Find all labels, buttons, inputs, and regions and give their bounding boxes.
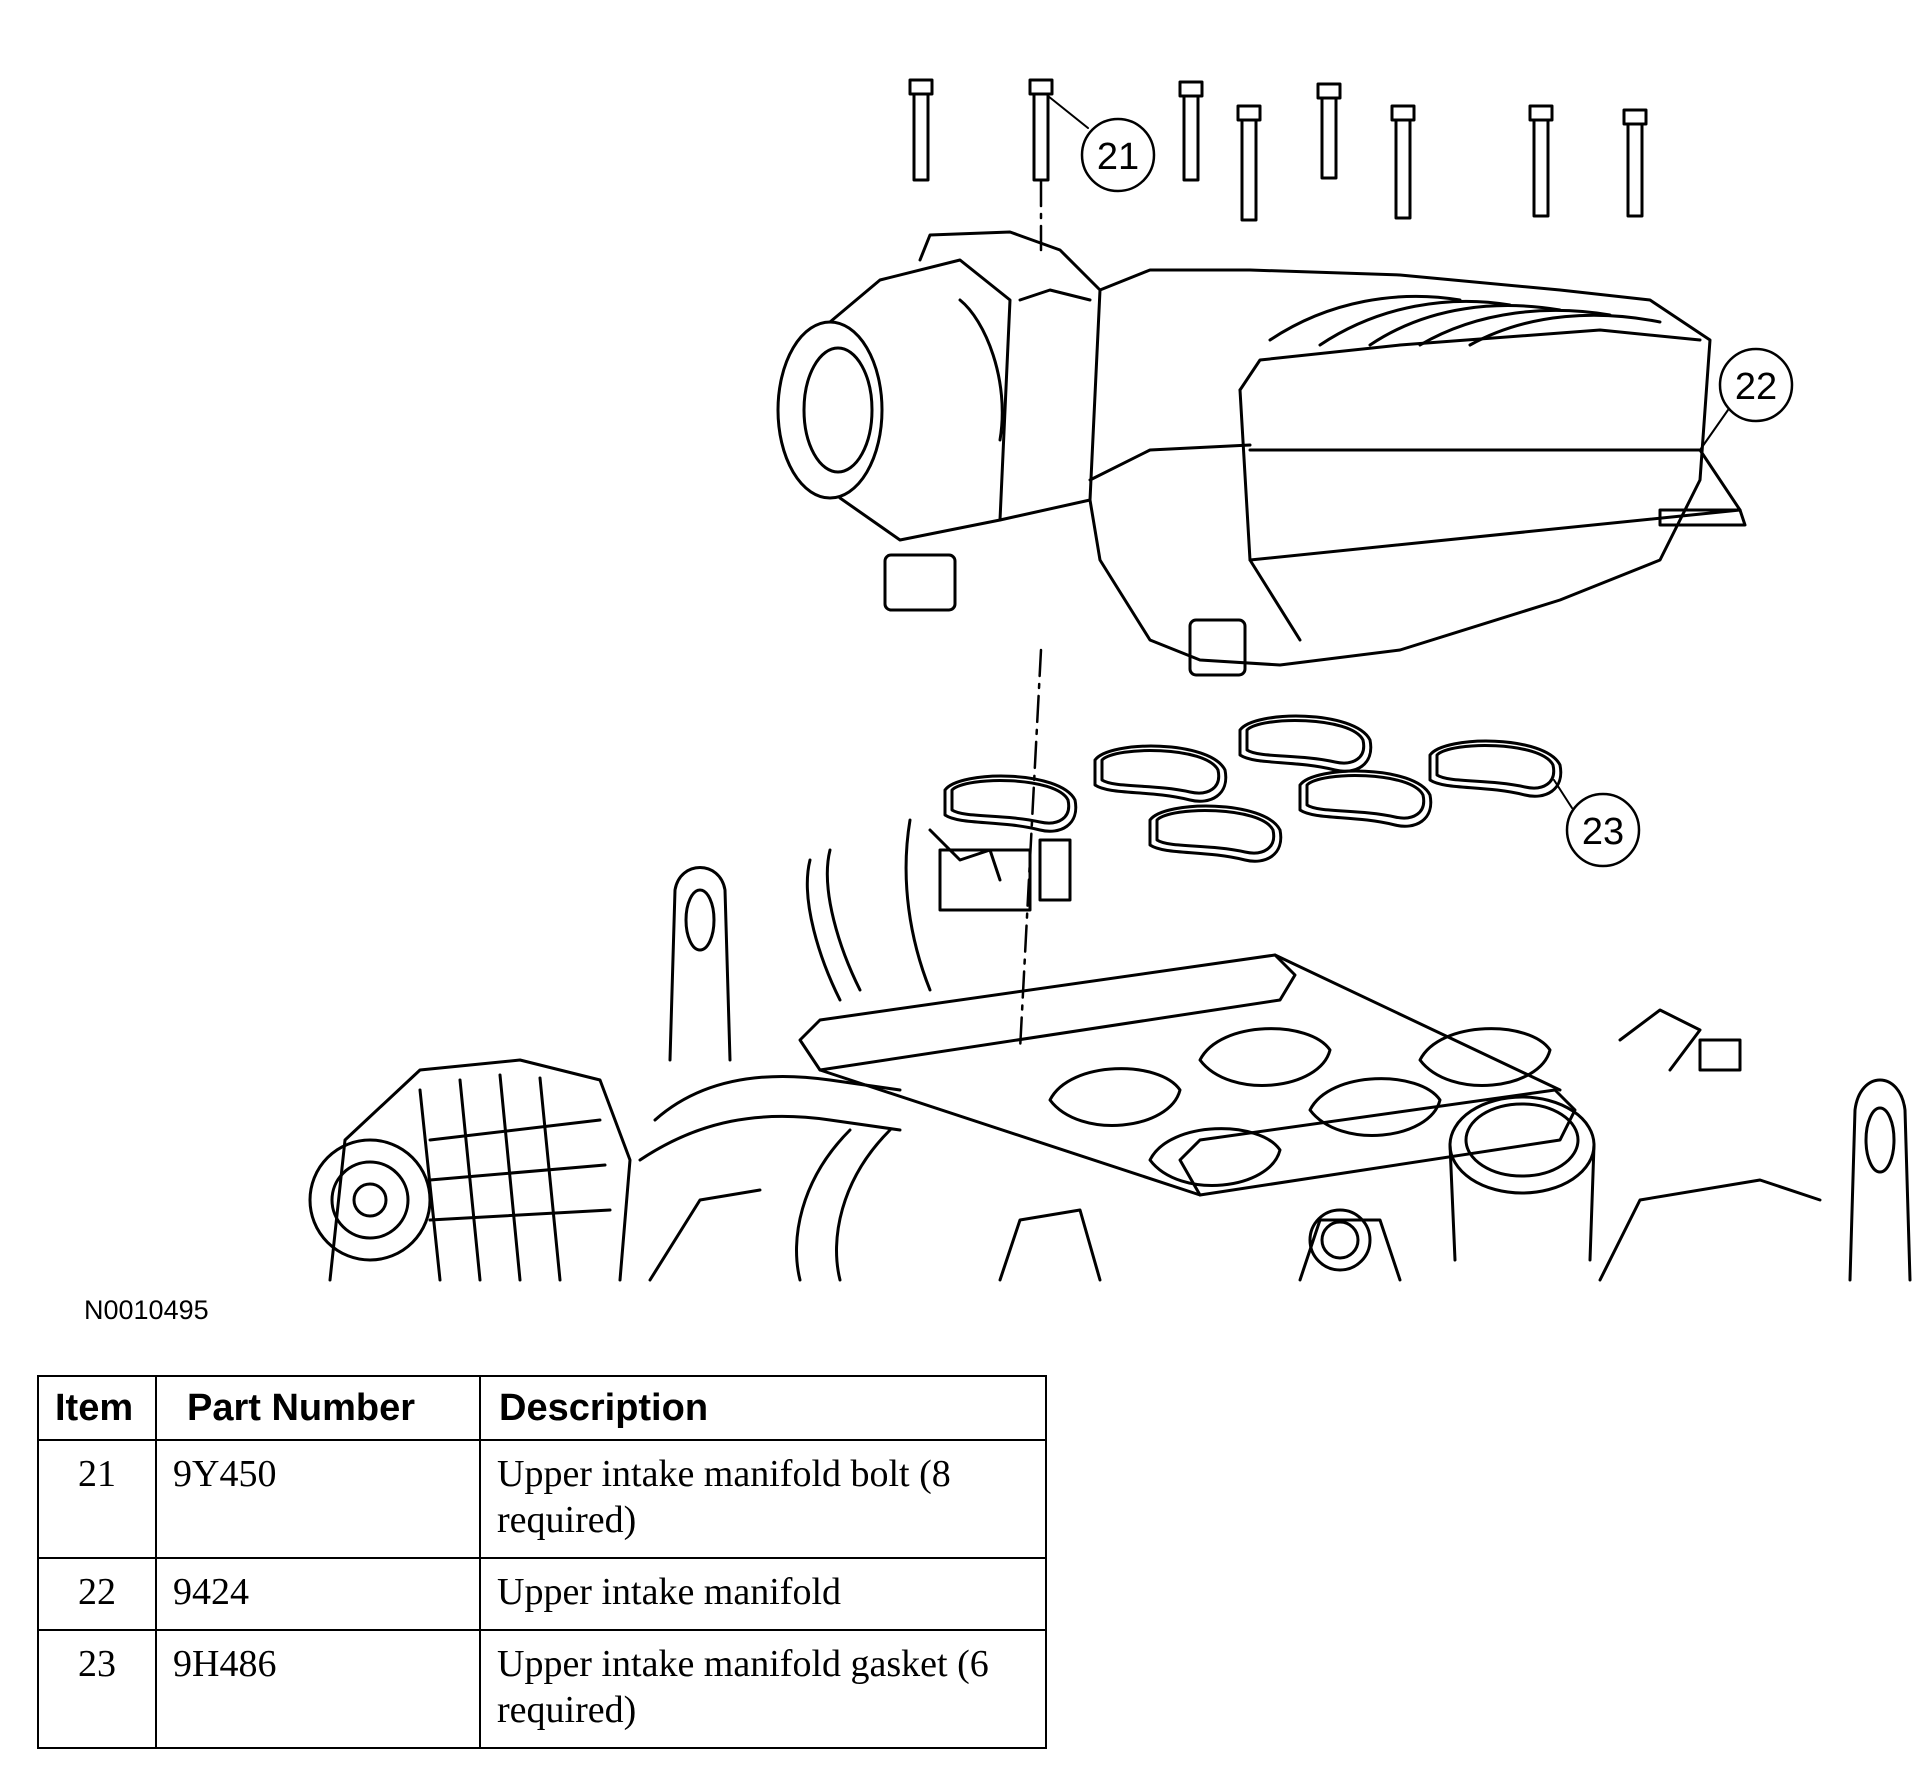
cell-item: 21 — [37, 1439, 157, 1559]
gasket-6 — [1428, 739, 1563, 798]
callout-22-leader — [1699, 409, 1729, 451]
gasket-5 — [1298, 769, 1433, 828]
cell-description: Upper intake manifold — [479, 1557, 1047, 1631]
cell-description: Upper intake manifold bolt (8 required) — [479, 1439, 1047, 1559]
bolt-4 — [1236, 104, 1262, 222]
bolts-group — [908, 78, 1648, 222]
alternator — [328, 1058, 632, 1282]
parts-table: Item Part Number Description 21 9Y450 Up… — [37, 1375, 1047, 1749]
oil-filler-cap — [1448, 1095, 1596, 1262]
cell-item: 22 — [37, 1557, 157, 1631]
callout-22-circle — [1718, 347, 1794, 423]
exploded-view-drawing: 21 22 23 — [308, 78, 1912, 1282]
table-row: 21 9Y450 Upper intake manifold bolt (8 r… — [37, 1439, 1047, 1559]
callout-23-label: 23 — [1582, 811, 1624, 853]
callout-21-circle — [1080, 117, 1156, 193]
gasket-1 — [943, 774, 1078, 833]
gasket-3 — [1238, 714, 1373, 773]
lower-engine-assembly — [308, 818, 1912, 1282]
bolt-7 — [1528, 104, 1554, 218]
table-row: 23 9H486 Upper intake manifold gasket (6… — [37, 1629, 1047, 1749]
bolt-2 — [1028, 78, 1054, 182]
alignment-line — [1018, 178, 1043, 1052]
callout-21-label: 21 — [1097, 136, 1139, 178]
bolt-6 — [1390, 104, 1416, 220]
callout-22-label: 22 — [1735, 366, 1777, 408]
header-item: Item — [37, 1375, 157, 1441]
callout-23-leader — [1553, 779, 1573, 809]
callout-21-leader — [1047, 95, 1089, 129]
callout-23-circle — [1565, 792, 1641, 868]
gaskets-group — [943, 714, 1563, 863]
cell-item: 23 — [37, 1629, 157, 1749]
header-part-number: Part Number — [155, 1375, 481, 1441]
gasket-4 — [1148, 804, 1283, 863]
upper-intake-manifold — [776, 230, 1747, 677]
bolt-5 — [1316, 82, 1342, 180]
cell-part-number: 9424 — [155, 1557, 481, 1631]
cell-part-number: 9H486 — [155, 1629, 481, 1749]
figure-id-label: N0010495 — [84, 1295, 209, 1325]
gasket-2 — [1093, 744, 1228, 803]
bolt-1 — [908, 78, 934, 182]
header-description: Description — [479, 1375, 1047, 1441]
bolt-8 — [1622, 108, 1648, 218]
cell-part-number: 9Y450 — [155, 1439, 481, 1559]
table-header-row: Item Part Number Description — [37, 1375, 1047, 1441]
cell-description: Upper intake manifold gasket (6 required… — [479, 1629, 1047, 1749]
bolt-3 — [1178, 80, 1204, 182]
table-row: 22 9424 Upper intake manifold — [37, 1557, 1047, 1631]
fuel-rail — [798, 953, 1297, 1072]
